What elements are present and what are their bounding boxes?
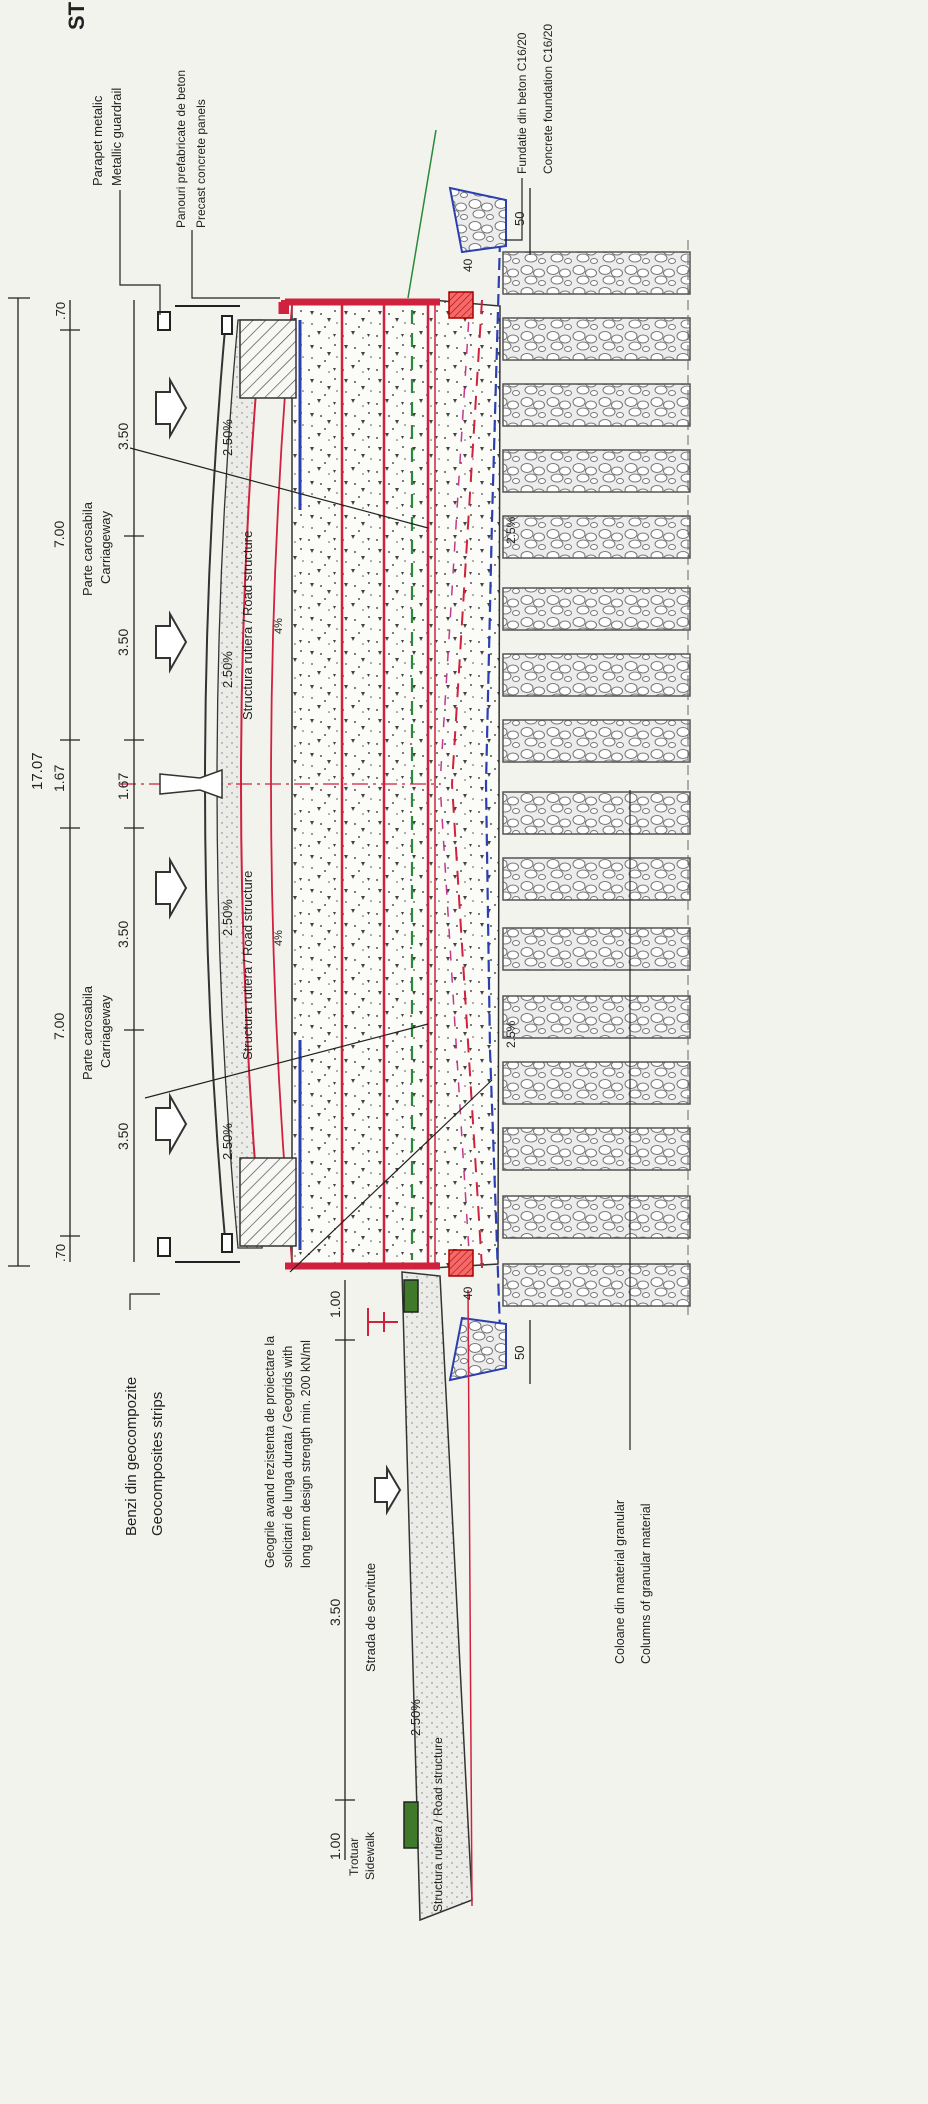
carriageway-bottom-label-ro: Parte carosabila [80, 985, 95, 1080]
slope-label-1: 2.50% [220, 419, 235, 456]
carriageway-top-label-en: Carriageway [98, 511, 113, 584]
dim-lane-1: 3.50 [115, 423, 131, 450]
dim-offset-bottom: 40 [461, 1286, 475, 1300]
service-road-label: Strada de servitute [363, 1563, 378, 1672]
dim-median-inner: 1.67 [115, 773, 131, 800]
dim-lane-4: 3.50 [115, 1123, 131, 1150]
layer-slope-label-bottom: 4% [273, 930, 285, 946]
granular-columns [502, 240, 691, 1320]
dim-sidewalk: 1.00 [327, 1833, 343, 1860]
slope-label-4: 2.50% [220, 1123, 235, 1160]
dim-service-road: 3.50 [327, 1599, 343, 1626]
carriageway-top-label-ro: Parte carosabila [80, 501, 95, 596]
geogrid-label-line-1: Geogrile avand rezistenta de proiectare … [263, 1336, 277, 1568]
slope-label-2: 2.50% [220, 651, 235, 688]
dim-lane-2: 3.50 [115, 629, 131, 656]
dim-carriageway-top: 7.00 [51, 521, 67, 548]
leader-lines [119, 178, 631, 1450]
geocomposite-label-ro: Benzi din geocompozite [123, 1377, 140, 1536]
road-structure-label-service: Structura rutiera / Road structure [431, 1737, 445, 1912]
geogrid-label-line-2: solicitari de lunga durata / Geogrids wi… [281, 1346, 295, 1568]
dim-carriageway-bottom: 7.00 [51, 1013, 67, 1040]
panels-label-ro: Panouri prefabricate de beton [174, 70, 188, 228]
service-road [367, 1271, 473, 1922]
sheet-title-fragment: ST [64, 1, 89, 30]
foundation-label-en: Concrete foundation C16/20 [541, 24, 555, 174]
geogrid-label-line-3: long term design strength min. 200 kN/ml [299, 1340, 313, 1568]
road-structure-label-top: Structura rutiera / Road structure [240, 531, 255, 720]
base-slope-label-bottom: 2.5% [504, 1020, 518, 1048]
dim-offset-top: 40 [461, 258, 475, 272]
dim-total-width: 17.07 [29, 752, 46, 790]
dim-service-ledge: 1.00 [327, 1291, 343, 1318]
road-structure-label-bottom: Structura rutiera / Road structure [240, 871, 255, 1060]
dim-edge-bottom: .70 [53, 1244, 68, 1262]
guardrail-label-en: Metallic guardrail [109, 88, 124, 186]
geocomposite-label-en: Geocomposites strips [149, 1392, 166, 1536]
guardrail-label-ro: Parapet metalic [90, 95, 105, 186]
dim-median: 1.67 [51, 765, 67, 792]
columns-label-ro: Coloane din material granular [613, 1500, 627, 1664]
traffic-direction-arrows [155, 376, 402, 1516]
sidewalk-label-ro: Trotuar [347, 1838, 361, 1876]
slope-label-service: 2.50% [408, 1699, 423, 1736]
columns-label-en: Columns of granular material [639, 1504, 653, 1665]
sidewalk-label-en: Sidewalk [363, 1831, 377, 1880]
dimension-lines [8, 188, 531, 1860]
dim-edge-top: .70 [53, 302, 68, 320]
layer-slope-label-top: 4% [273, 618, 285, 634]
slope-label-3: 2.50% [220, 899, 235, 936]
carriageway-bottom-label-en: Carriageway [98, 995, 113, 1068]
road-embankment [120, 129, 507, 1382]
dim-lane-3: 3.50 [115, 921, 131, 948]
foundation-label-ro: Fundatie din beton C16/20 [515, 32, 529, 174]
dim-footing-top: 50 [512, 212, 527, 226]
base-slope-label-top: 2.5% [504, 516, 518, 544]
panels-label-en: Precast concrete panels [194, 99, 208, 228]
dim-footing-bottom: 50 [512, 1346, 527, 1360]
